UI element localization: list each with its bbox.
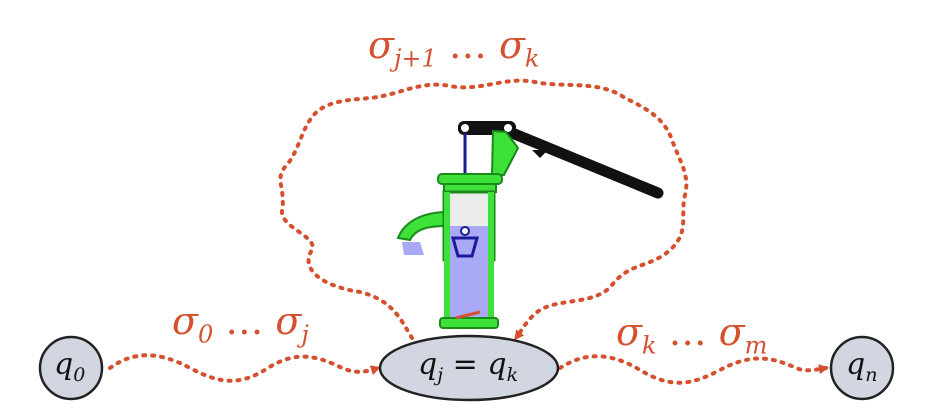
state-qn-label: qn (846, 347, 878, 386)
state-qj-qk-label: qj = qk (418, 347, 519, 386)
water-pump-icon (396, 121, 664, 329)
label-sigma-k-to-m: σk … σm (616, 310, 768, 360)
state-qn (829, 335, 895, 401)
label-sigma-0-to-j: σ0 … σj (172, 299, 309, 349)
state-qj-qk (378, 334, 560, 402)
state-q0 (38, 335, 104, 401)
state-q0-label: q0 (54, 347, 86, 386)
path-q0-to-qjk (108, 353, 381, 383)
label-sigma-j1-to-k: σj+1 … σk (368, 23, 540, 73)
path-qjk-to-qn (558, 354, 829, 385)
loop-path (278, 78, 689, 341)
